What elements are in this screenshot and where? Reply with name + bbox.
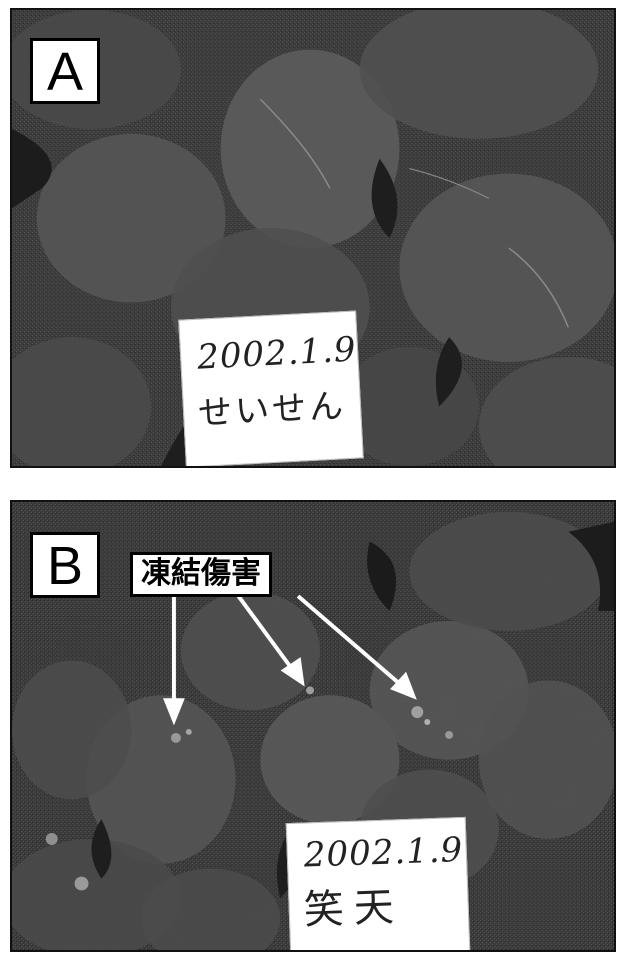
handwritten-note-b: 2002.1.9 笑天 [285,816,471,950]
handwritten-note-a: 2002.1.9 せいせん [178,310,364,466]
photo-panel-b: B 凍結傷害 2002.1.9 笑天 [10,500,616,952]
panel-label-a: A [30,38,101,104]
note-date-b: 2002.1.9 [303,830,464,876]
note-variety-b: 笑天 [302,884,405,934]
photo-panel-a: A 2002.1.9 せいせん [10,8,616,468]
note-variety-a: せいせん [197,386,348,434]
damage-arrows [163,594,417,726]
panel-label-b: B [30,532,101,598]
frost-damage-callout: 凍結傷害 [130,552,272,597]
note-date-a: 2002.1.9 [196,329,358,378]
